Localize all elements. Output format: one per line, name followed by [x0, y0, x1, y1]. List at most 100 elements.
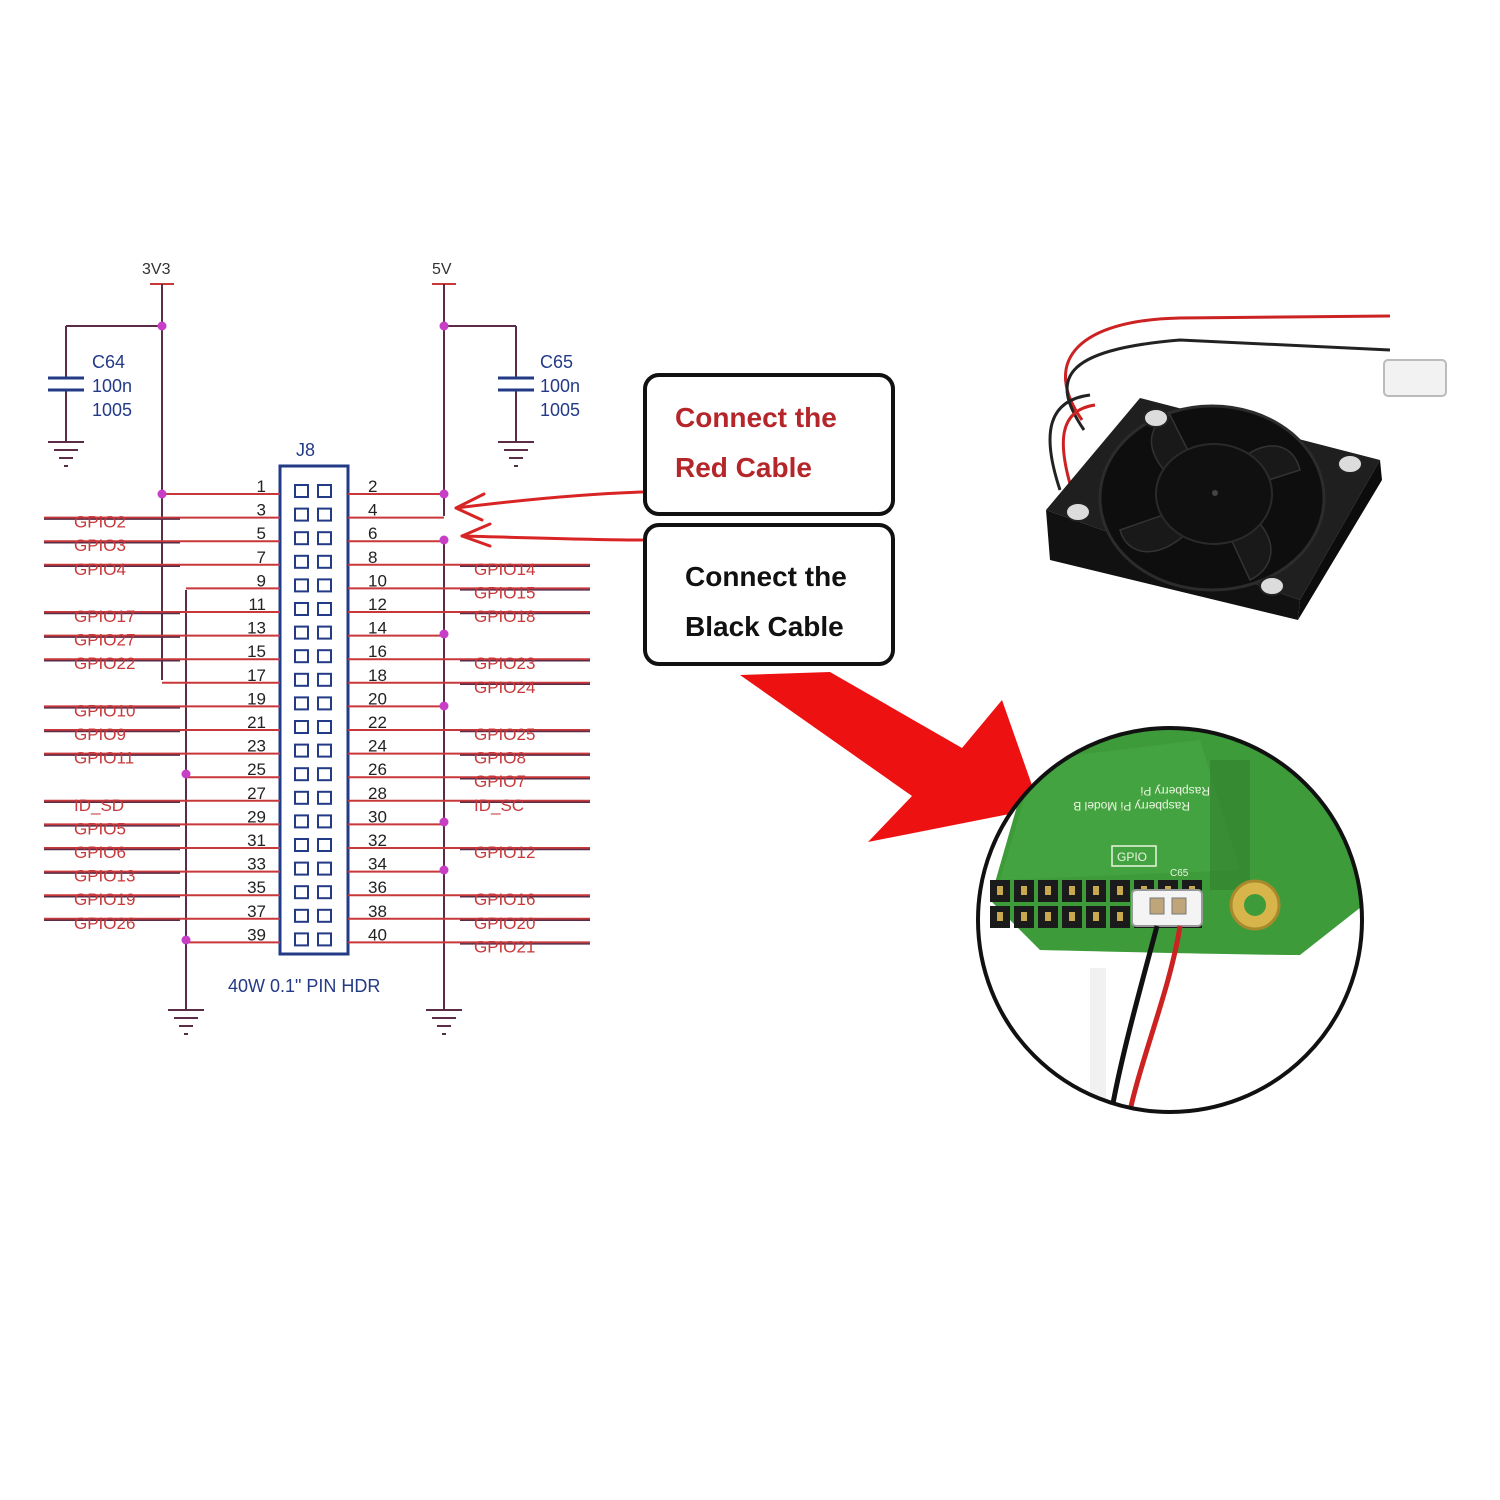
ground-icon: [498, 441, 534, 467]
connector-body: [278, 464, 350, 956]
c65-value: 100n: [540, 376, 580, 396]
c65-ref: C65: [540, 352, 573, 372]
net-label-left: GPIO17: [74, 607, 135, 626]
pin-number-right: 30: [368, 807, 387, 826]
pin-pad-left: [294, 649, 309, 664]
pin-number-right: 10: [368, 571, 387, 590]
pin-number-right: 8: [368, 548, 377, 567]
pin-number-left: 1: [257, 477, 266, 496]
net-label-right: GPIO21: [474, 937, 535, 956]
pin-pad-right: [317, 554, 332, 569]
callout-black-line1: Connect the: [685, 561, 847, 592]
pin-number-right: 40: [368, 925, 387, 944]
red-cable-pointer: [454, 490, 644, 510]
pin-number-right: 34: [368, 855, 387, 874]
board-brand-silkscreen: Raspberry Pi Model B: [1073, 799, 1190, 813]
c64-ref: C64: [92, 352, 125, 372]
pin-pad-left: [294, 578, 309, 593]
pin-number-left: 33: [247, 855, 266, 874]
pin-number-left: 13: [247, 619, 266, 638]
connector-description: 40W 0.1" PIN HDR: [228, 976, 380, 996]
c65-package: 1005: [540, 400, 580, 420]
pin-number-right: 22: [368, 713, 387, 732]
junction-dot: [439, 535, 449, 545]
junction-dots: [157, 321, 449, 945]
pin-pad-left: [294, 720, 309, 734]
net-label-right: GPIO12: [474, 843, 535, 862]
pin-number-right: 28: [368, 784, 387, 803]
pin-number-left: 9: [257, 571, 266, 590]
pin-pad-left: [294, 861, 309, 876]
net-label-right: GPIO18: [474, 607, 535, 626]
pin-pad-right: [317, 672, 332, 687]
pin-pad-left: [294, 885, 309, 900]
net-label-right: GPIO23: [474, 654, 535, 673]
pin-number-left: 3: [257, 501, 266, 520]
junction-dot: [157, 489, 167, 499]
c64-value: 100n: [92, 376, 132, 396]
pin-pad-right: [317, 767, 332, 782]
pin-number-left: 25: [247, 760, 266, 779]
net-label-left: GPIO26: [74, 914, 135, 933]
pin-number-right: 12: [368, 595, 387, 614]
junction-dot: [439, 629, 449, 639]
pin-pad-right: [317, 932, 332, 947]
inset-border: [976, 726, 1364, 1114]
pin-number-right: 24: [368, 737, 387, 756]
pin-number-left: 5: [257, 524, 266, 543]
pin-pad-left: [294, 484, 309, 498]
ground-symbols: [48, 441, 534, 1035]
net-label-right: GPIO7: [474, 772, 526, 791]
pin-pad-left: [294, 554, 309, 569]
pin-pad-left: [294, 767, 309, 782]
pin-pad-right: [317, 885, 332, 900]
pin-pad-left: [294, 790, 309, 805]
pin-pad-left: [294, 531, 309, 546]
pin-number-left: 7: [257, 548, 266, 567]
pin-pad-left: [294, 625, 309, 640]
pin-number-right: 20: [368, 689, 387, 708]
net-label-left: GPIO13: [74, 867, 135, 886]
callout-red-cable: Connect the Red Cable: [643, 373, 895, 516]
pin-number-left: 11: [248, 595, 266, 614]
net-label-left: GPIO3: [74, 536, 126, 555]
pin-number-right: 18: [368, 666, 387, 685]
pin-pad-left: [294, 672, 309, 687]
black-cable-pointer: [460, 534, 644, 542]
pin-pad-left: [294, 743, 309, 758]
pin-number-left: 39: [247, 925, 266, 944]
black-wire: [1107, 925, 1160, 1112]
net-label-right: GPIO24: [474, 678, 535, 697]
board-brand-silkscreen-2: Raspberry Pi: [1141, 784, 1210, 798]
fan-connector-icon: [1131, 889, 1203, 927]
junction-dot: [181, 769, 191, 779]
pointer-arrows: [454, 490, 644, 548]
pin-pad-left: [294, 507, 309, 522]
pin-number-right: 6: [368, 524, 377, 543]
fan-plug-icon: [1383, 359, 1447, 397]
connector-ref: J8: [296, 440, 315, 460]
junction-dot: [439, 865, 449, 875]
junction-dot: [439, 489, 449, 499]
callout-red-line1: Connect the: [675, 402, 837, 433]
pin-pad-right: [317, 625, 332, 640]
pin-number-right: 36: [368, 878, 387, 897]
junction-dot: [439, 321, 449, 331]
pin-number-left: 19: [247, 689, 266, 708]
pin-number-right: 16: [368, 642, 387, 661]
pin-number-left: 21: [247, 713, 266, 732]
rail-3v3-label: 3V3: [142, 261, 171, 278]
pin-number-left: 27: [247, 784, 266, 803]
pin-pad-right: [317, 743, 332, 758]
pin-pad-right: [317, 720, 332, 734]
pin-pad-left: [294, 814, 309, 829]
net-label-left: GPIO19: [74, 890, 135, 909]
pin-number-right: 4: [368, 501, 377, 520]
net-label-left: GPIO4: [74, 560, 126, 579]
callout-black-line2: Black Cable: [685, 611, 844, 642]
net-label-right: GPIO20: [474, 914, 535, 933]
pin-number-left: 37: [247, 902, 266, 921]
gpio-silkscreen: GPIO: [1117, 850, 1147, 864]
pin-number-right: 38: [368, 902, 387, 921]
